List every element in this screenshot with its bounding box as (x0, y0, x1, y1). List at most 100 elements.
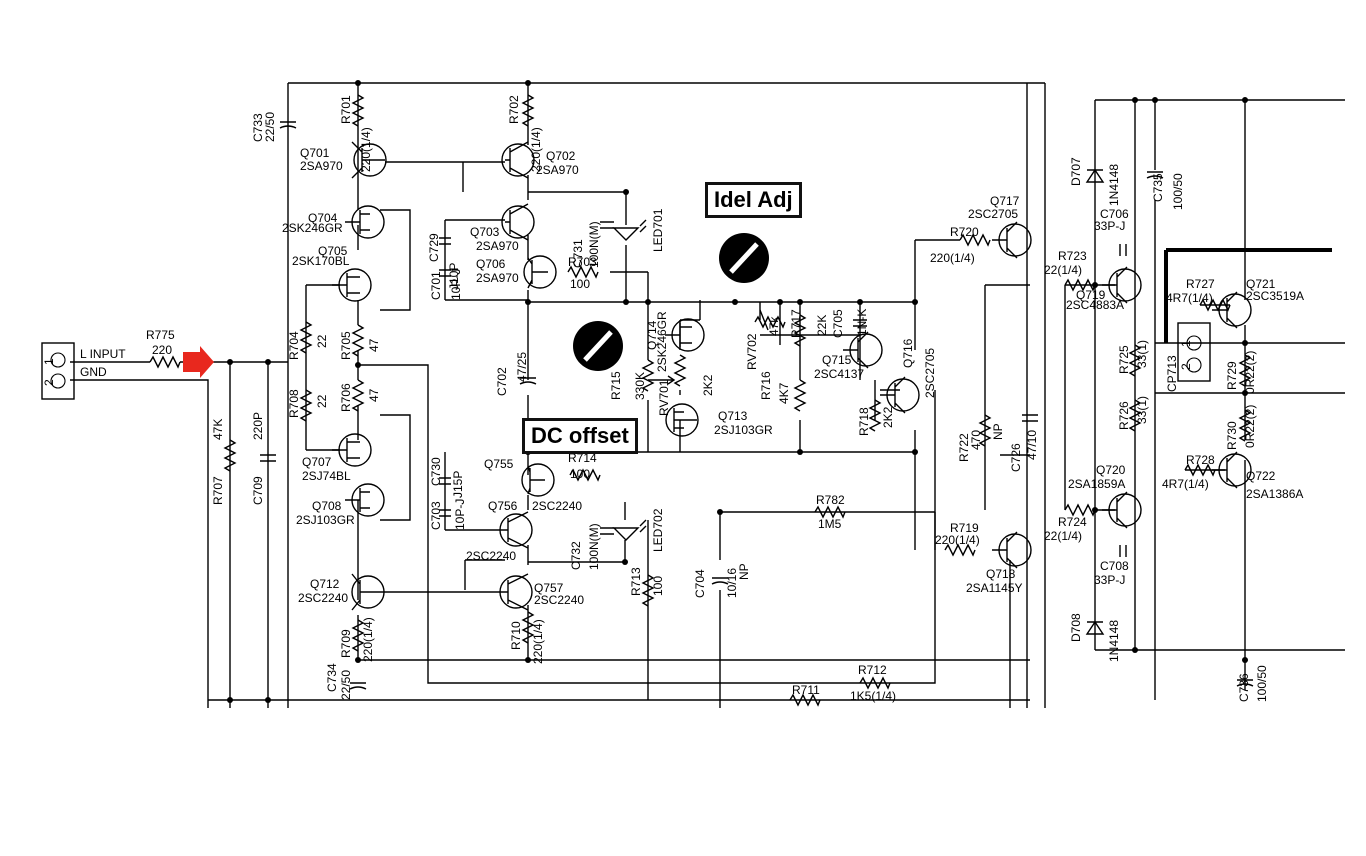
ref-r705: R705 (339, 331, 353, 360)
value-c733: 22/50 (263, 112, 277, 142)
resistor-r711 (789, 693, 821, 707)
transistor-q704 (345, 205, 385, 239)
resistor-r719 (944, 543, 976, 557)
ref-c708: C708 (1100, 559, 1129, 573)
junction (227, 697, 233, 703)
resistor-r775 (149, 355, 181, 369)
value-r702: 220(1/4) (529, 127, 543, 172)
resistor-r712 (859, 676, 891, 690)
capacitor-c730 (439, 477, 451, 485)
resistor-r716 (793, 379, 807, 412)
ref-q702: Q702 (546, 149, 576, 163)
ref-q722: Q722 (1246, 469, 1276, 483)
value-q713: 2SJ103GR (714, 423, 773, 437)
transistor-q717 (992, 221, 1032, 259)
transistor-q718 (992, 531, 1032, 569)
junction (1242, 340, 1248, 346)
junction (797, 299, 803, 305)
value-q701: 2SA970 (300, 159, 343, 173)
value-c729: J10P (447, 263, 461, 290)
diode-d707 (1085, 168, 1105, 183)
transistor-q713 (665, 403, 699, 437)
value-r709: 220(1/4) (361, 617, 375, 662)
potentiometer-rv701 (667, 354, 687, 387)
transistor-q722 (1212, 451, 1252, 489)
ref-r715: R715 (609, 371, 623, 400)
value-c703: 10P-J (453, 499, 467, 530)
value-q756b: 2SC2240 (466, 549, 516, 563)
ref-c726: C726 (1009, 443, 1023, 472)
value-r716: 4K7 (777, 382, 791, 404)
cp713-pin-2 (1186, 357, 1202, 373)
junction (525, 299, 531, 305)
cp713-pin-1 (1186, 335, 1202, 351)
connector-pin-2 (50, 373, 66, 389)
ref-q704: Q704 (308, 211, 338, 225)
transistor-q714 (665, 318, 705, 352)
transistor-q715 (843, 331, 883, 369)
cp713-pin-1-label: 1 (1179, 340, 1193, 347)
frame-top-rail (287, 82, 1046, 708)
capacitor-c731 (600, 221, 614, 229)
resistor-r703 (567, 265, 599, 279)
junction (355, 362, 361, 368)
ref-r719: R719 (950, 521, 979, 535)
idle-adjust-knob-icon[interactable] (719, 233, 769, 283)
junction (1132, 647, 1138, 653)
value-q716: 2SC2705 (923, 348, 937, 398)
value-r705: 47 (367, 338, 381, 352)
resistor-r726 (1128, 399, 1142, 432)
ref-rv701: RV701 (657, 379, 671, 416)
resistor-r701 (351, 94, 365, 127)
ref-q712: Q712 (310, 577, 340, 591)
value-c734: 22/50 (339, 670, 353, 700)
value-r782: 1M5 (818, 517, 842, 531)
ref-c733: C733 (251, 113, 265, 142)
ref-r707: R707 (211, 476, 225, 505)
value-r708: 22 (315, 394, 329, 408)
resistor-r710 (521, 611, 535, 644)
junction (912, 449, 918, 455)
connector-pin-1-label: 1 (42, 358, 56, 365)
resistor-r730 (1238, 409, 1252, 442)
value-q719: 2SC4883A (1066, 298, 1124, 312)
ref-c731: C731 (571, 239, 585, 268)
junction (623, 299, 629, 305)
ref-c703: C703 (429, 501, 443, 530)
resistor-r718 (868, 399, 882, 432)
transistor-q706 (523, 255, 557, 289)
ref-c732: C732 (569, 541, 583, 570)
dc-offset-knob-icon[interactable] (573, 321, 623, 371)
capacitor-c706 (1119, 244, 1127, 256)
ref-c729: C729 (427, 233, 441, 262)
transistor-q702 (501, 141, 535, 179)
resistor-r728 (1184, 463, 1216, 477)
transistor-q720 (1102, 491, 1142, 529)
value-r725: 33(1) (1135, 340, 1149, 368)
value-c708: 33P-J (1094, 573, 1125, 587)
value-q722: 2SA1386A (1246, 487, 1303, 501)
cp713-pin-2-label: 2 (1179, 363, 1193, 370)
value-r729: 0R22(2) (1243, 351, 1257, 394)
ref-r728: R728 (1186, 453, 1215, 467)
value-q757: 2SC2240 (534, 593, 584, 607)
value-c704: 10/16 (725, 568, 739, 598)
transistor-q719 (1102, 266, 1142, 304)
ref-q715: Q715 (822, 353, 852, 367)
ref-cp713: CP713 (1165, 355, 1179, 392)
resistor-r717 (793, 314, 807, 347)
ref-q721: Q721 (1246, 277, 1276, 291)
junction (717, 509, 723, 515)
value-c701: 10P-J (449, 269, 463, 300)
value-d707: 1N4148 (1107, 164, 1121, 206)
value-c735: 100/50 (1171, 173, 1185, 210)
ref-r713: R713 (629, 567, 643, 596)
value-r728: 4R7(1/4) (1162, 477, 1209, 491)
ref-rv702: RV702 (745, 333, 759, 370)
junction (857, 299, 863, 305)
ref-r724: R724 (1058, 515, 1087, 529)
ref-c704np: NP (737, 563, 751, 580)
resistor-r729 (1238, 354, 1252, 387)
ref-r727: R727 (1186, 277, 1215, 291)
value-c702: 47/25 (515, 352, 529, 382)
